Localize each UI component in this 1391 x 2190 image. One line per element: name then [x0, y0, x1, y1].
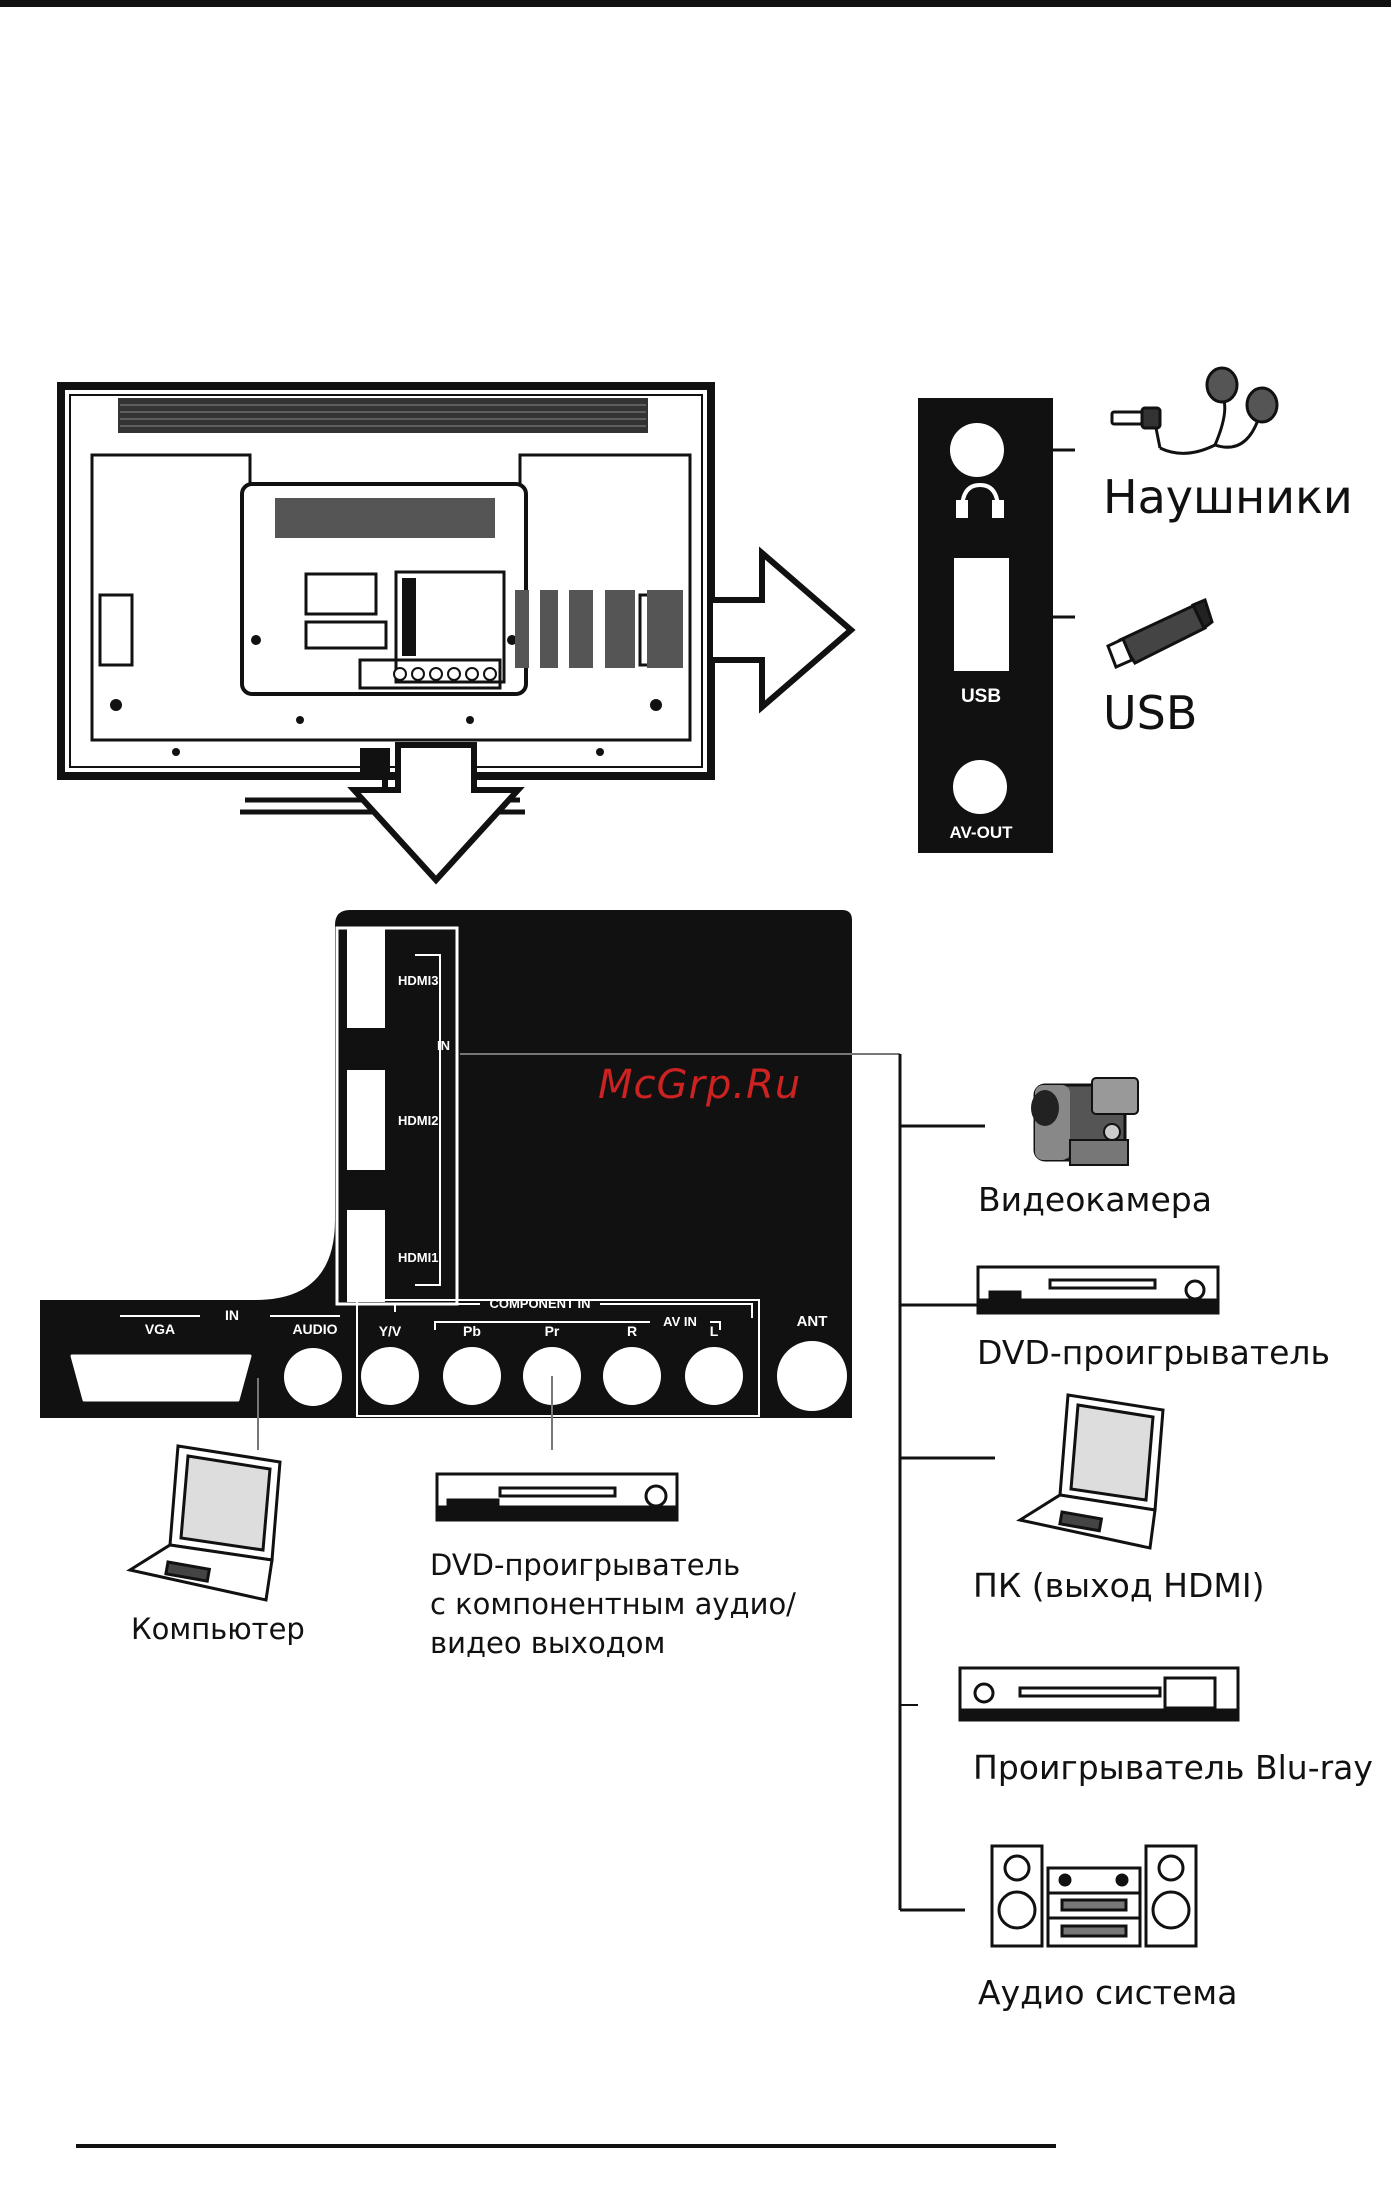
component-in-label: COMPONENT IN [489, 1296, 590, 1311]
ant-jack [777, 1341, 847, 1411]
usb-label: USB [1103, 686, 1197, 740]
dvd-component-label-line1: DVD-проигрыватель [430, 1546, 740, 1585]
jack-r [603, 1347, 661, 1405]
hdmi1-label: HDMI1 [398, 1250, 438, 1265]
top-rule [0, 0, 1391, 7]
hdmi3-port [347, 928, 385, 1028]
camcorder-icon [1031, 1078, 1138, 1165]
usb-port [954, 558, 1009, 671]
laptop-icon [1020, 1395, 1163, 1548]
ant-label: ANT [797, 1313, 828, 1330]
av-out-jack [953, 760, 1007, 814]
vga-port [72, 1356, 250, 1400]
jack-label-pr: Pr [545, 1323, 560, 1339]
computer-laptop-icon [130, 1446, 280, 1600]
jack-y [361, 1347, 419, 1405]
jack-label-pb: Pb [463, 1323, 481, 1339]
jack-label-l: L [710, 1323, 719, 1339]
bluray-player-icon [960, 1668, 1238, 1720]
headphones-label: Наушники [1103, 470, 1353, 524]
hdmi3-label: HDMI3 [398, 973, 438, 988]
hdmi2-label: HDMI2 [398, 1113, 438, 1128]
watermark: McGrp.Ru [598, 1062, 801, 1108]
usb-port-label: USB [961, 686, 1001, 707]
pc-audio-jack [284, 1348, 342, 1406]
stereo-system-icon [992, 1846, 1196, 1946]
hdmi-in-label: IN [437, 1038, 450, 1053]
audio-label: AUDIO [292, 1321, 337, 1337]
av-in-label: AV IN [663, 1314, 697, 1329]
hdmi1-port [347, 1210, 385, 1302]
bottom-rule [76, 2144, 1056, 2148]
jack-label-r: R [627, 1323, 637, 1339]
audio-system-label: Аудио система [978, 1973, 1237, 2012]
component-dvd-player-icon [437, 1474, 677, 1520]
bluray-player-label: Проигрыватель Blu-ray [973, 1748, 1373, 1787]
side-connector-panel: USB AV-OUT [918, 398, 1053, 853]
vga-in-label: IN [225, 1307, 239, 1323]
headphone-jack [950, 423, 1004, 477]
camcorder-label: Видеокамера [978, 1180, 1212, 1219]
headphones-icon [1112, 368, 1277, 453]
usb-drive-icon [1108, 600, 1212, 667]
dvd-player-icon [978, 1267, 1218, 1313]
dvd-component-label-line3: видео выходом [430, 1624, 665, 1663]
jack-pb [443, 1347, 501, 1405]
dvd-player-label: DVD-проигрыватель [977, 1333, 1330, 1372]
pc-hdmi-label: ПК (выход HDMI) [973, 1566, 1264, 1605]
jack-label-y: Y/V [379, 1323, 402, 1339]
av-out-port-label: AV-OUT [950, 823, 1014, 842]
computer-label: Компьютер [131, 1610, 305, 1649]
jack-l [685, 1347, 743, 1405]
hdmi2-port [347, 1070, 385, 1170]
bottom-connector-panel: HDMI3 HDMI2 HDMI1 IN IN VGA AUDIO COMPON… [40, 910, 852, 1418]
dvd-component-label-line2: с компонентным аудио/ [430, 1585, 796, 1624]
vga-label: VGA [145, 1321, 175, 1337]
